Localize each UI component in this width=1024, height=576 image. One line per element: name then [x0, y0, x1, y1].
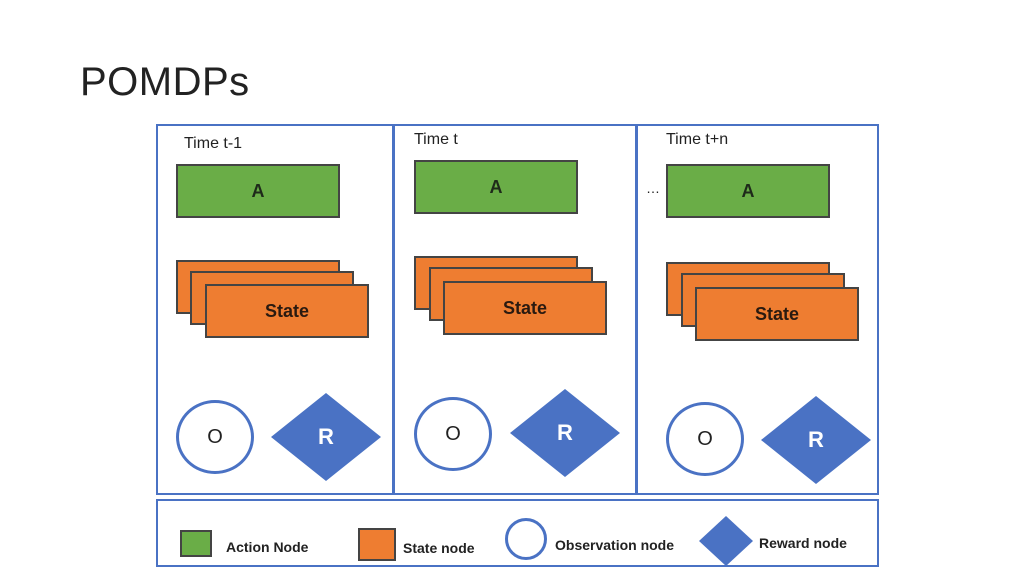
column-divider-1	[392, 124, 395, 495]
state-node-t[interactable]: State	[443, 281, 607, 335]
reward-diamond-shape	[510, 389, 620, 477]
reward-diamond-shape	[271, 393, 381, 481]
legend-action-label: Action Node	[226, 539, 309, 555]
reward-node-t[interactable]: R	[510, 389, 620, 477]
reward-node-t-plus-n[interactable]: R	[761, 396, 871, 484]
observation-node-t-minus-1[interactable]: O	[176, 400, 254, 474]
page-title: POMDPs	[80, 60, 250, 104]
legend-reward-label: Reward node	[759, 535, 847, 551]
observation-node-t[interactable]: O	[414, 397, 492, 471]
reward-node-label: R	[557, 420, 573, 445]
reward-node-t-minus-1[interactable]: R	[271, 393, 381, 481]
action-node-t-plus-n[interactable]: A	[666, 164, 830, 218]
time-label-t: Time t	[414, 131, 458, 148]
legend-reward-swatch	[699, 516, 753, 566]
state-node-t-minus-1[interactable]: State	[205, 284, 369, 338]
reward-node-label: R	[808, 427, 824, 452]
legend-observation-label: Observation node	[555, 537, 675, 553]
time-label-t-minus-1: Time t-1	[184, 135, 243, 152]
reward-node-label: R	[318, 424, 334, 449]
action-node-t[interactable]: A	[414, 160, 578, 214]
reward-diamond-shape	[761, 396, 871, 484]
time-label-t-plus-n: Time t+n	[666, 131, 729, 148]
observation-node-t-plus-n[interactable]: O	[666, 402, 744, 476]
legend-observation-swatch	[505, 518, 547, 560]
column-divider-2	[635, 124, 638, 495]
action-node-t-minus-1[interactable]: A	[176, 164, 340, 218]
legend-action-swatch	[180, 530, 212, 557]
ellipsis-text: …	[646, 180, 660, 196]
state-node-t-plus-n[interactable]: State	[695, 287, 859, 341]
legend-state-label: State node	[403, 540, 475, 556]
legend-state-swatch	[358, 528, 396, 561]
